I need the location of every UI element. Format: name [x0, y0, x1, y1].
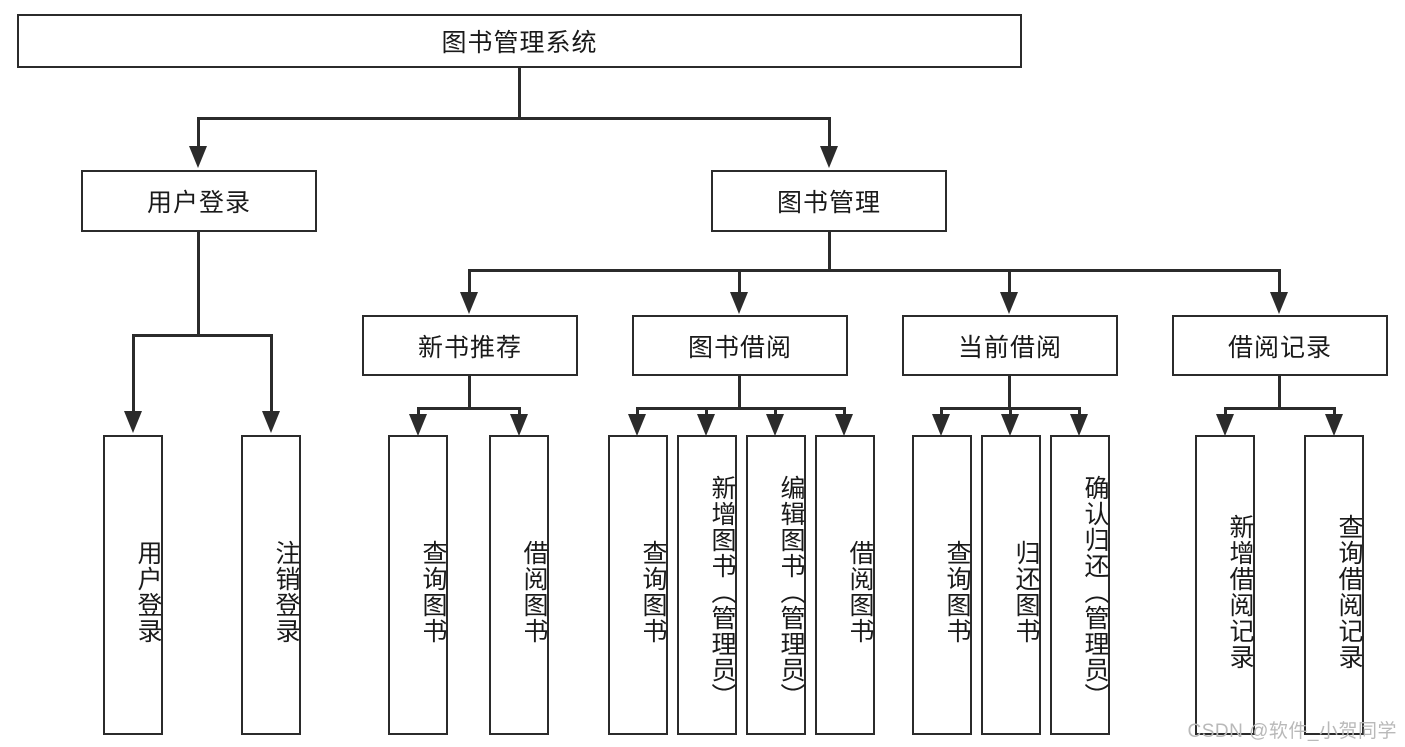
node-leaf-confirm-return-admin-label: 确认归还（管理员） — [1081, 475, 1109, 709]
arrowhead-current-borrow-to-query — [932, 414, 950, 436]
edge-book-manage-to-book-borrow — [738, 269, 741, 294]
edge-book-manage-to-current-borrow — [1008, 269, 1011, 294]
node-leaf-add-borrow-record-label: 新增借阅记录 — [1226, 514, 1254, 670]
edge-new-book-rec-to-borrow — [518, 407, 521, 417]
node-user-login[interactable]: 用户登录 — [81, 170, 317, 232]
node-root-system[interactable]: 图书管理系统 — [17, 14, 1022, 68]
node-book-borrow[interactable]: 图书借阅 — [632, 315, 848, 376]
node-leaf-user-login[interactable]: 用户登录 — [103, 435, 163, 735]
edge-book-borrow-stem — [738, 376, 741, 409]
edge-book-borrow-bus — [636, 407, 844, 410]
node-leaf-query-book-a-label: 查询图书 — [419, 540, 447, 644]
edge-book-borrow-to-add — [705, 407, 708, 417]
node-leaf-logout[interactable]: 注销登录 — [241, 435, 301, 735]
arrowhead-borrow-record-to-add — [1216, 414, 1234, 436]
arrowhead-current-borrow-to-confirm — [1070, 414, 1088, 436]
node-book-manage[interactable]: 图书管理 — [711, 170, 947, 232]
arrowhead-book-manage-to-new-book-rec — [460, 292, 478, 314]
edge-new-book-rec-to-query — [417, 407, 420, 417]
node-leaf-query-borrow-record[interactable]: 查询借阅记录 — [1304, 435, 1364, 735]
node-leaf-borrow-book-b-label: 借阅图书 — [846, 540, 874, 644]
node-leaf-edit-book-admin-label: 编辑图书（管理员） — [777, 475, 805, 709]
arrowhead-book-borrow-to-edit — [766, 414, 784, 436]
arrowhead-book-borrow-to-query — [628, 414, 646, 436]
node-book-borrow-label: 图书借阅 — [687, 333, 792, 362]
node-leaf-logout-label: 注销登录 — [272, 540, 300, 644]
node-leaf-query-book-b[interactable]: 查询图书 — [608, 435, 668, 735]
arrowhead-borrow-record-to-query — [1325, 414, 1343, 436]
node-leaf-return-book[interactable]: 归还图书 — [981, 435, 1041, 735]
edge-current-borrow-to-confirm — [1078, 407, 1081, 417]
arrowhead-user-login-to-login — [124, 411, 142, 433]
edge-book-borrow-to-edit — [774, 407, 777, 417]
arrowhead-book-borrow-to-add — [697, 414, 715, 436]
node-borrow-record[interactable]: 借阅记录 — [1172, 315, 1388, 376]
edge-current-borrow-stem — [1008, 376, 1011, 409]
edge-borrow-record-bus — [1224, 407, 1336, 410]
edge-borrow-record-to-query — [1333, 407, 1336, 417]
node-current-borrow[interactable]: 当前借阅 — [902, 315, 1118, 376]
edge-borrow-record-to-add — [1224, 407, 1227, 417]
node-leaf-add-book-admin[interactable]: 新增图书（管理员） — [677, 435, 737, 735]
node-leaf-query-borrow-record-label: 查询借阅记录 — [1335, 514, 1363, 670]
node-leaf-borrow-book-a[interactable]: 借阅图书 — [489, 435, 549, 735]
node-leaf-query-book-c[interactable]: 查询图书 — [912, 435, 972, 735]
arrowhead-user-login-to-logout — [262, 411, 280, 433]
edge-user-login-bus — [132, 334, 273, 337]
edge-user-login-to-login — [132, 334, 135, 413]
arrowhead-book-borrow-to-borrow — [835, 414, 853, 436]
edge-current-borrow-to-return — [1009, 407, 1012, 417]
arrowhead-new-book-rec-to-borrow — [510, 414, 528, 436]
node-user-login-label: 用户登录 — [146, 189, 251, 217]
edge-root-to-user-login — [197, 117, 200, 148]
node-leaf-query-book-c-label: 查询图书 — [943, 540, 971, 644]
edge-root-stem — [518, 68, 521, 119]
edge-book-manage-bus — [468, 269, 1280, 272]
edge-book-manage-stem — [828, 232, 831, 271]
node-leaf-query-book-a[interactable]: 查询图书 — [388, 435, 448, 735]
edge-user-login-to-logout — [270, 334, 273, 413]
node-current-borrow-label: 当前借阅 — [957, 333, 1062, 362]
arrowhead-root-to-user-login — [189, 146, 207, 168]
node-leaf-borrow-book-b[interactable]: 借阅图书 — [815, 435, 875, 735]
edge-root-bus — [197, 117, 831, 120]
arrowhead-new-book-rec-to-query — [409, 414, 427, 436]
edge-root-to-book-manage — [828, 117, 831, 148]
arrowhead-book-manage-to-current-borrow — [1000, 292, 1018, 314]
edge-book-manage-to-borrow-record — [1278, 269, 1281, 294]
edge-book-borrow-to-borrow — [843, 407, 846, 417]
node-book-manage-label: 图书管理 — [776, 189, 881, 217]
node-leaf-confirm-return-admin[interactable]: 确认归还（管理员） — [1050, 435, 1110, 735]
arrowhead-root-to-book-manage — [820, 146, 838, 168]
node-leaf-edit-book-admin[interactable]: 编辑图书（管理员） — [746, 435, 806, 735]
arrowhead-current-borrow-to-return — [1001, 414, 1019, 436]
node-root-system-label: 图书管理系统 — [441, 29, 598, 57]
node-leaf-query-book-b-label: 查询图书 — [639, 540, 667, 644]
edge-user-login-stem — [197, 232, 200, 336]
node-leaf-add-book-admin-label: 新增图书（管理员） — [708, 475, 736, 709]
edge-current-borrow-to-query — [940, 407, 943, 417]
edge-book-manage-to-new-book-rec — [468, 269, 471, 294]
node-new-book-rec-label: 新书推荐 — [417, 333, 522, 362]
node-leaf-user-login-label: 用户登录 — [134, 540, 162, 644]
node-leaf-return-book-label: 归还图书 — [1012, 540, 1040, 644]
arrowhead-book-manage-to-book-borrow — [730, 292, 748, 314]
edge-new-book-rec-stem — [468, 376, 471, 409]
node-borrow-record-label: 借阅记录 — [1227, 333, 1332, 362]
node-leaf-borrow-book-a-label: 借阅图书 — [520, 540, 548, 644]
node-new-book-rec[interactable]: 新书推荐 — [362, 315, 578, 376]
arrowhead-book-manage-to-borrow-record — [1270, 292, 1288, 314]
edge-new-book-rec-bus — [417, 407, 521, 410]
node-leaf-add-borrow-record[interactable]: 新增借阅记录 — [1195, 435, 1255, 735]
edge-book-borrow-to-query — [636, 407, 639, 417]
edge-borrow-record-stem — [1278, 376, 1281, 409]
